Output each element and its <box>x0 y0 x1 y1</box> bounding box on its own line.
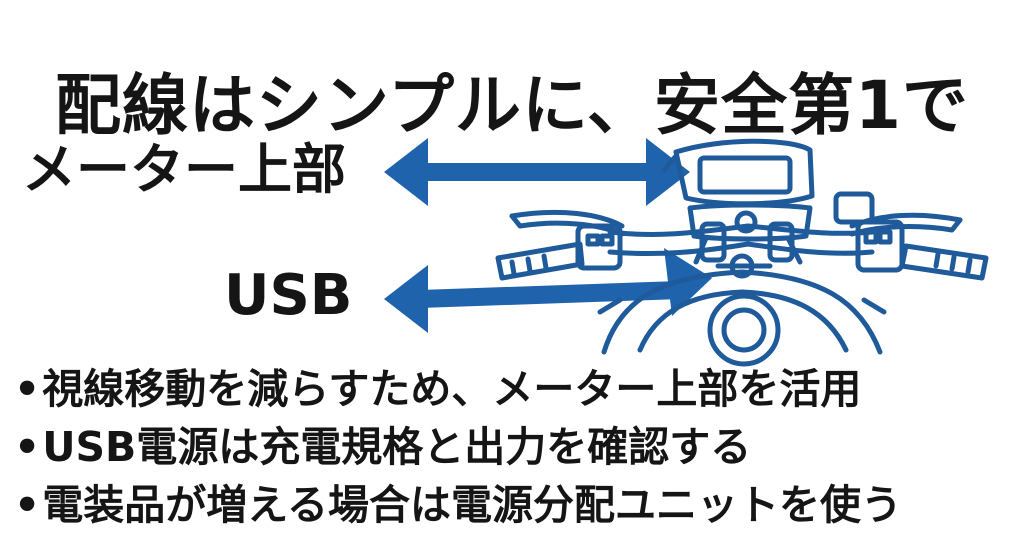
bullet-item-2: USB電源は充電規格と出力を確認する <box>14 418 902 476</box>
meter-arrow <box>384 138 690 206</box>
bullet-item-1: 視線移動を減らすため、メーター上部を活用 <box>14 360 902 418</box>
page-title: 配線はシンプルに、安全第1で <box>55 67 969 145</box>
meter-top-label: メーター上部 <box>22 138 346 201</box>
bullet-item-3: 電装品が増える場合は電源分配ユニットを使う <box>14 476 902 534</box>
usb-label: USB <box>224 263 353 328</box>
bullet-list: 視線移動を減らすため、メーター上部を活用 USB電源は充電規格と出力を確認する … <box>14 360 902 534</box>
motorcycle-illustration <box>495 138 989 367</box>
